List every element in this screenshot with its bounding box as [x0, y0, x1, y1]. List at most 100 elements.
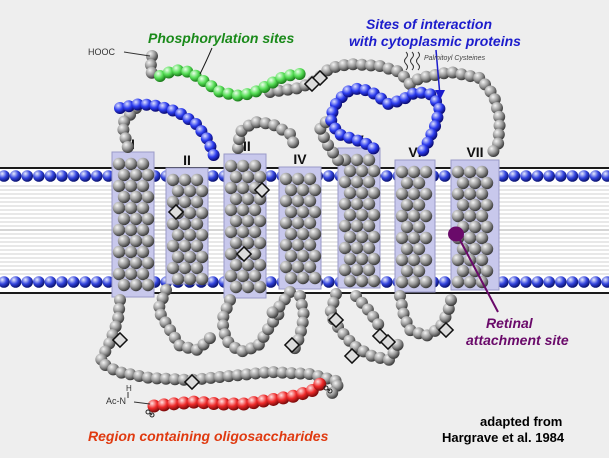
- residue: [253, 170, 267, 184]
- residue: [129, 190, 143, 204]
- lipid-head-outer: [531, 170, 544, 182]
- residue: [362, 219, 376, 233]
- residue: [229, 170, 243, 184]
- phosphorylation-marker: [167, 203, 185, 221]
- residue: [412, 264, 426, 278]
- residue: [367, 274, 381, 288]
- residue: [279, 260, 293, 274]
- residue: [412, 242, 426, 256]
- amino-acid-chain: [95, 50, 506, 413]
- residue: [492, 128, 505, 141]
- retinal-label-line2: attachment site: [466, 332, 569, 348]
- residue: [171, 184, 185, 198]
- residue: [284, 69, 297, 82]
- residue: [276, 366, 289, 379]
- residue: [224, 225, 238, 239]
- residue: [129, 278, 143, 292]
- residue: [475, 209, 489, 223]
- residue: [112, 267, 126, 281]
- residue: [407, 275, 421, 289]
- residue: [475, 231, 489, 245]
- residue: [451, 209, 465, 223]
- residue: [241, 280, 255, 294]
- helix-label: VII: [466, 144, 483, 160]
- palmitoyl-chain: [404, 51, 408, 71]
- residue: [355, 164, 369, 178]
- residue: [236, 203, 250, 217]
- oligosaccharide-region-label: Region containing oligosaccharides: [88, 428, 329, 444]
- residue: [241, 214, 255, 228]
- residue: [136, 245, 150, 259]
- residue: [355, 252, 369, 266]
- residue: [395, 231, 409, 245]
- n-terminus-label: Ac-N: [106, 396, 126, 406]
- residue: [412, 176, 426, 190]
- residue: [178, 195, 192, 209]
- residue: [136, 157, 150, 171]
- residue: [224, 269, 238, 283]
- residue: [400, 242, 414, 256]
- residue: [303, 238, 317, 252]
- phosphorylation-marker: [111, 331, 129, 349]
- residue: [395, 165, 409, 179]
- residue: [468, 198, 482, 212]
- residue: [171, 250, 185, 264]
- sugar-icon: [145, 409, 151, 415]
- lipid-head-outer: [0, 170, 10, 182]
- lipid-head-outer: [67, 170, 80, 182]
- residue: [222, 87, 235, 100]
- lipid-head-inner: [566, 276, 579, 288]
- residue: [150, 372, 163, 385]
- residue: [231, 89, 244, 102]
- residue: [171, 272, 185, 286]
- residue: [114, 294, 126, 306]
- residue: [419, 275, 433, 289]
- n-hydrogen-label: H: [126, 384, 132, 393]
- lipid-head-outer: [578, 170, 590, 182]
- residue: [183, 228, 197, 242]
- residue: [308, 227, 322, 241]
- lipid-head-outer: [207, 170, 219, 182]
- residue: [463, 187, 477, 201]
- phosphorylation-marker: [437, 321, 455, 339]
- residue: [419, 209, 433, 223]
- lipid-head-outer: [79, 170, 91, 182]
- residue: [362, 153, 376, 167]
- residue: [308, 271, 322, 285]
- residue: [190, 239, 204, 253]
- residue: [296, 249, 310, 263]
- residue: [124, 157, 138, 171]
- residue: [279, 216, 293, 230]
- residue: [195, 250, 209, 264]
- residue: [456, 264, 470, 278]
- residue: [248, 159, 262, 173]
- residue: [493, 119, 506, 132]
- residue: [456, 176, 470, 190]
- residue: [117, 168, 131, 182]
- lipid-head-inner: [33, 276, 45, 288]
- residue: [131, 98, 144, 111]
- residue: [217, 397, 231, 411]
- residue: [117, 234, 131, 248]
- lipid-head-outer: [520, 170, 532, 182]
- residue: [141, 190, 155, 204]
- residue: [178, 239, 192, 253]
- residue: [266, 306, 279, 319]
- phosphorylation-pointer: [199, 47, 213, 75]
- residue: [195, 228, 209, 242]
- residue: [294, 367, 307, 380]
- credit-line1: adapted from: [480, 414, 563, 429]
- residue: [480, 220, 494, 234]
- residue: [141, 234, 155, 248]
- lipid-head-outer: [508, 170, 521, 182]
- palmitoyl-chain: [410, 51, 414, 71]
- lipid-head-outer: [56, 170, 68, 182]
- residue: [141, 168, 155, 182]
- residue: [112, 245, 126, 259]
- residue: [213, 371, 226, 384]
- residue: [253, 258, 267, 272]
- phosphorylation-marker: [379, 333, 397, 351]
- residue: [480, 198, 494, 212]
- residue: [190, 173, 204, 187]
- residue: [129, 256, 143, 270]
